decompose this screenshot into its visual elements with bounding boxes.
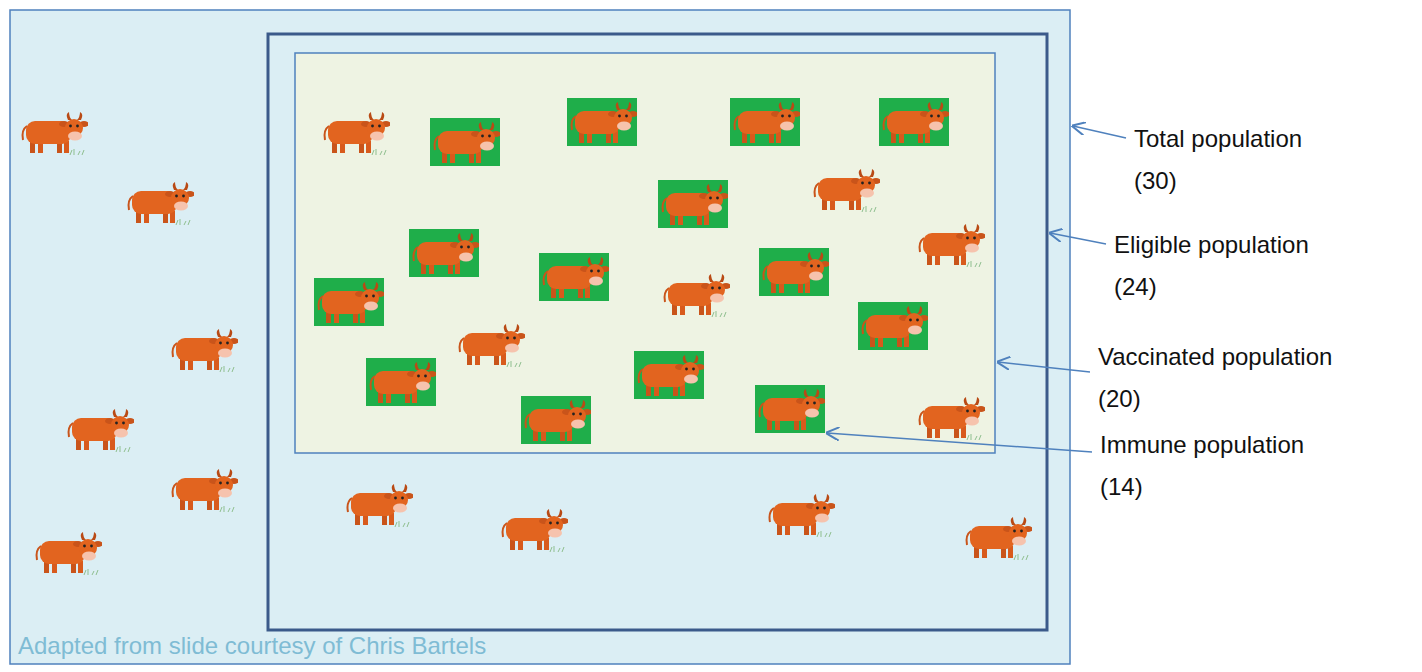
population-label: Immune population (14) [1100, 424, 1350, 508]
cow [173, 469, 240, 512]
immune-square [858, 302, 928, 350]
cow [884, 102, 951, 143]
cow [348, 484, 415, 527]
cow [967, 517, 1034, 560]
immune-square [634, 351, 704, 399]
leader-arrow [1073, 126, 1126, 138]
cow [639, 355, 706, 396]
cow [764, 252, 831, 293]
cow [503, 509, 570, 552]
caption: Adapted from slide courtesy of Chris Bar… [18, 632, 486, 660]
vaccinated-population-box [295, 53, 995, 453]
cow [435, 122, 502, 163]
cow [69, 409, 136, 452]
eligible-population-box [268, 34, 1047, 630]
cow [37, 532, 104, 575]
cow [815, 169, 882, 212]
cow [863, 306, 930, 347]
cow [735, 102, 802, 143]
leader-arrows [827, 126, 1126, 452]
population-label: Vaccinated population (20) [1098, 336, 1368, 420]
cow [129, 182, 196, 225]
cow [920, 397, 987, 440]
cow [663, 184, 730, 225]
leader-arrow [998, 362, 1090, 372]
immune-cows [314, 98, 950, 444]
immune-square [539, 253, 609, 301]
immune-square [314, 278, 384, 326]
cow [23, 112, 90, 155]
cow [770, 494, 837, 537]
immune-square [521, 396, 591, 444]
total-population-box [10, 10, 1070, 664]
leader-arrow [827, 433, 1092, 452]
vaccinated-cows [325, 112, 987, 440]
population-label: Eligible population (24) [1114, 224, 1346, 308]
cow [526, 400, 593, 441]
immune-square [409, 229, 479, 277]
eligible-cows [348, 484, 1034, 560]
ineligible-cows [23, 112, 240, 575]
cow [920, 224, 987, 267]
immune-square [658, 180, 728, 228]
cow [319, 282, 386, 323]
cow [544, 257, 611, 298]
immune-square [759, 248, 829, 296]
cow [173, 329, 240, 372]
cow [460, 324, 527, 367]
immune-square [879, 98, 949, 146]
cow [760, 389, 827, 430]
immune-square [366, 358, 436, 406]
cow [414, 233, 481, 274]
cow [665, 274, 732, 317]
cow [371, 362, 438, 403]
cow [325, 112, 392, 155]
immune-square [567, 98, 637, 146]
immune-square [730, 98, 800, 146]
cow [572, 102, 639, 143]
leader-arrow [1050, 233, 1106, 244]
immune-square [755, 385, 825, 433]
immune-square [430, 118, 500, 166]
population-label: Total population (30) [1134, 118, 1334, 202]
